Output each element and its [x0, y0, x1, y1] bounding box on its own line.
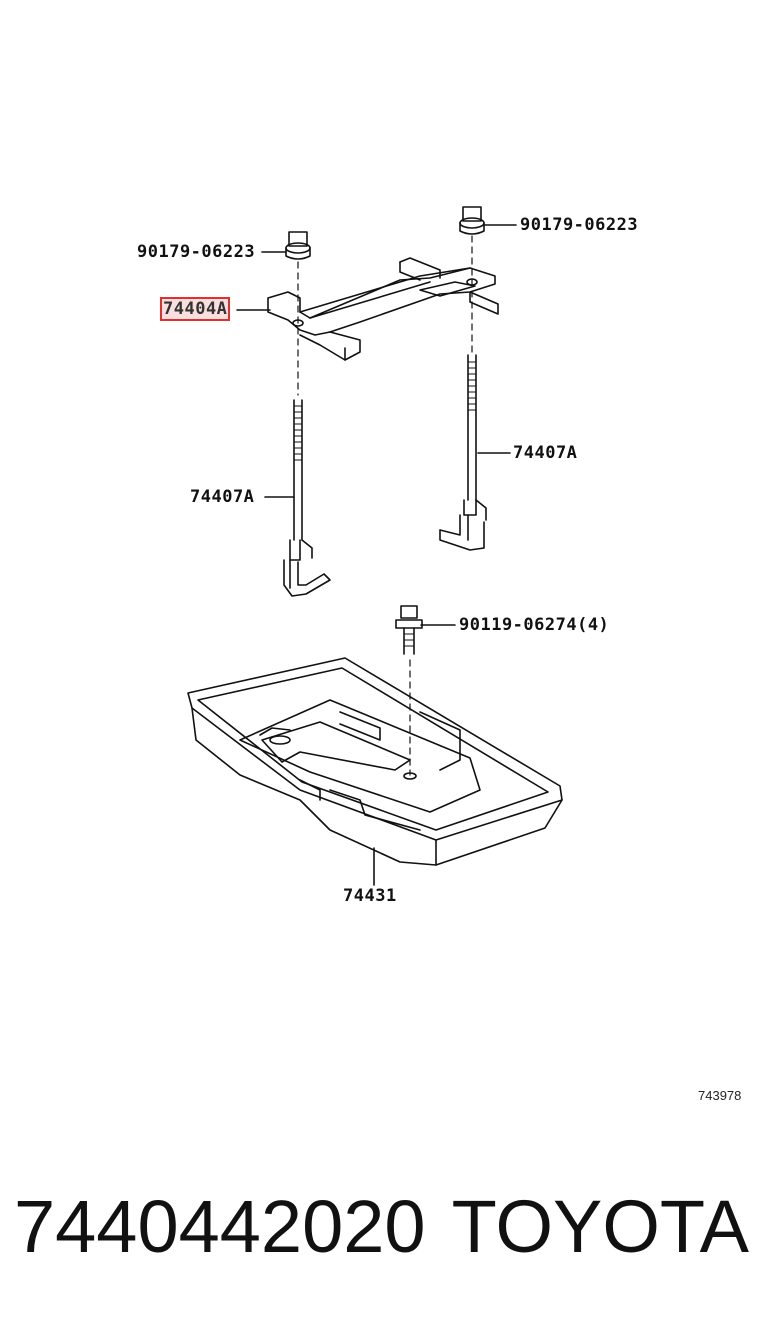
callout-nut-right: 90179-06223 — [520, 215, 639, 235]
clamp-bracket-illustration — [267, 257, 499, 361]
parts-diagram — [187, 206, 563, 886]
rod-left-illustration — [283, 399, 331, 597]
callout-rod-left: 74407A — [190, 487, 255, 507]
brand-name: TOYOTA — [451, 1185, 749, 1268]
callout-bolt: 90119-06274(4) — [459, 615, 610, 635]
rod-right-illustration — [439, 354, 487, 551]
battery-tray-illustration — [187, 657, 563, 866]
callout-clamp-highlighted[interactable]: 74404A — [160, 297, 231, 321]
nut-right-illustration — [459, 206, 485, 235]
part-number: 7440442020 — [14, 1185, 426, 1268]
callout-tray: 74431 — [343, 886, 397, 906]
diagram-reference-number: 743978 — [698, 1088, 742, 1103]
callout-nut-left: 90179-06223 — [137, 242, 256, 262]
bolt-illustration — [395, 605, 423, 655]
footer-banner: 7440442020 TOYOTA — [14, 1190, 749, 1264]
callout-rod-right: 74407A — [513, 443, 578, 463]
nut-left-illustration — [285, 231, 311, 260]
